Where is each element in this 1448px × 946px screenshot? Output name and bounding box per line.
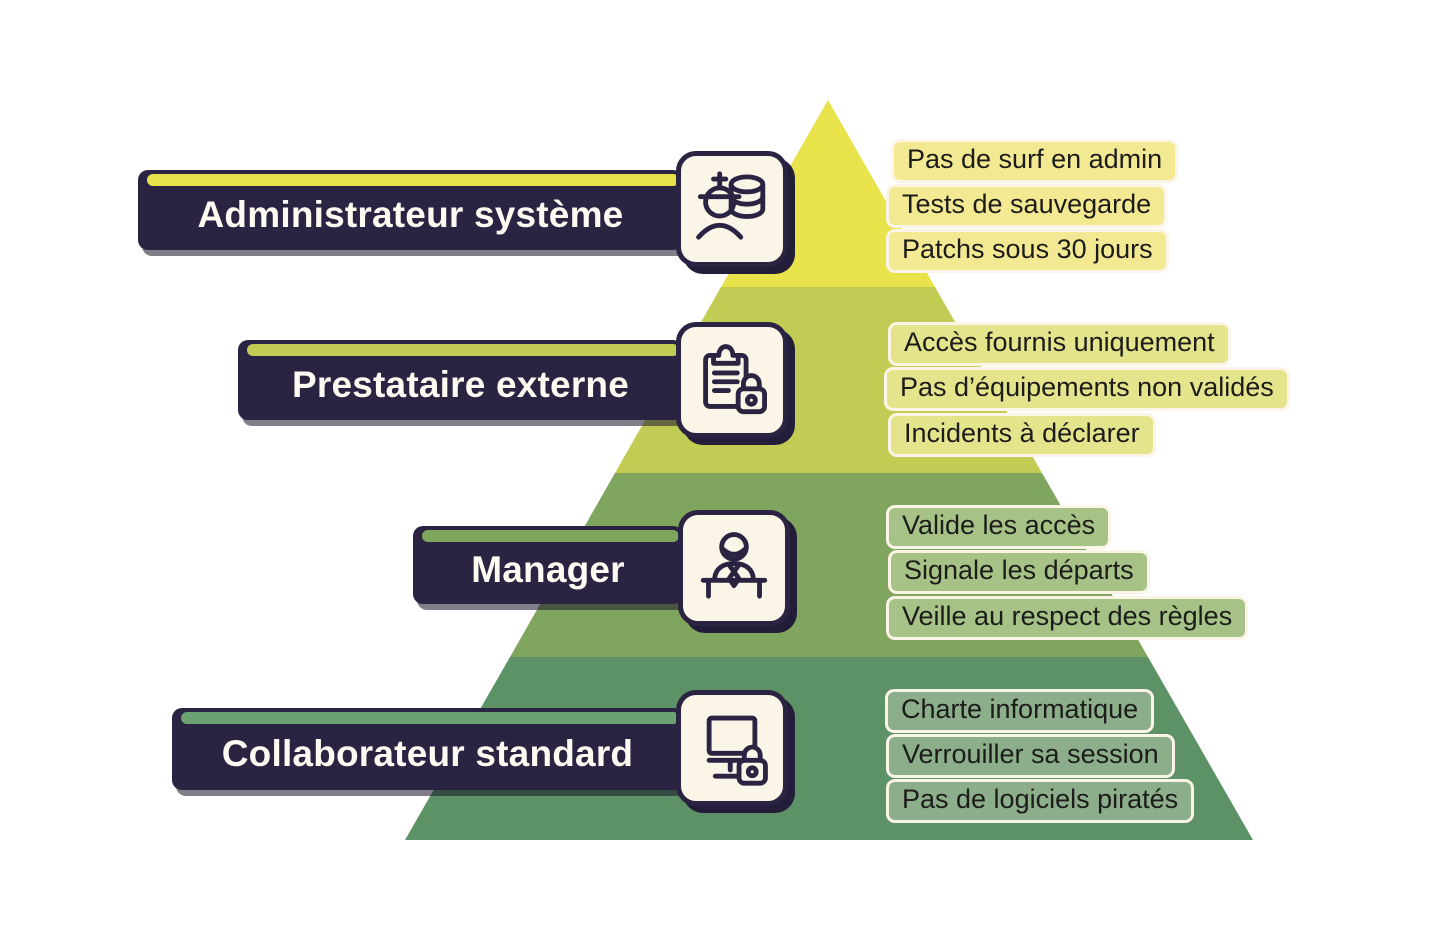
clipboard-lock-icon	[676, 322, 788, 438]
bar-accent-strip	[247, 344, 679, 356]
rule-pill: Verrouiller sa session	[886, 734, 1175, 778]
role-bar-prestataire-externe: Prestataire externe	[238, 340, 683, 420]
bar-accent-strip	[181, 712, 679, 724]
rule-pill: Patchs sous 30 jours	[886, 229, 1169, 273]
person-at-desk-icon	[678, 510, 790, 626]
rule-pill: Valide les accès	[886, 505, 1112, 549]
bar-accent-strip	[147, 174, 679, 186]
rule-pill: Pas d’équipements non validés	[884, 367, 1290, 411]
rule-pill: Signale les départs	[888, 550, 1150, 594]
role-label-prestataire-externe: Prestataire externe	[292, 363, 629, 405]
role-label-manager: Manager	[471, 548, 625, 590]
role-label-administrateur-systeme: Administrateur système	[197, 193, 624, 235]
rule-pill: Pas de logiciels piratés	[886, 779, 1195, 823]
admin-user-database-icon	[676, 151, 788, 267]
rule-pill: Incidents à déclarer	[888, 413, 1156, 457]
rule-pill: Tests de sauvegarde	[886, 184, 1168, 228]
rule-pill: Accès fournis uniquement	[888, 322, 1231, 366]
monitor-lock-icon	[676, 690, 788, 806]
bar-accent-strip	[422, 530, 679, 542]
rule-pill: Charte informatique	[885, 689, 1155, 733]
role-label-collaborateur-standard: Collaborateur standard	[221, 732, 634, 774]
role-bar-collaborateur-standard: Collaborateur standard	[172, 708, 683, 790]
rule-pill: Veille au respect des règles	[886, 596, 1249, 640]
role-bar-administrateur-systeme: Administrateur système	[138, 170, 683, 250]
rule-pill: Pas de surf en admin	[891, 139, 1179, 183]
role-bar-manager: Manager	[413, 526, 683, 604]
